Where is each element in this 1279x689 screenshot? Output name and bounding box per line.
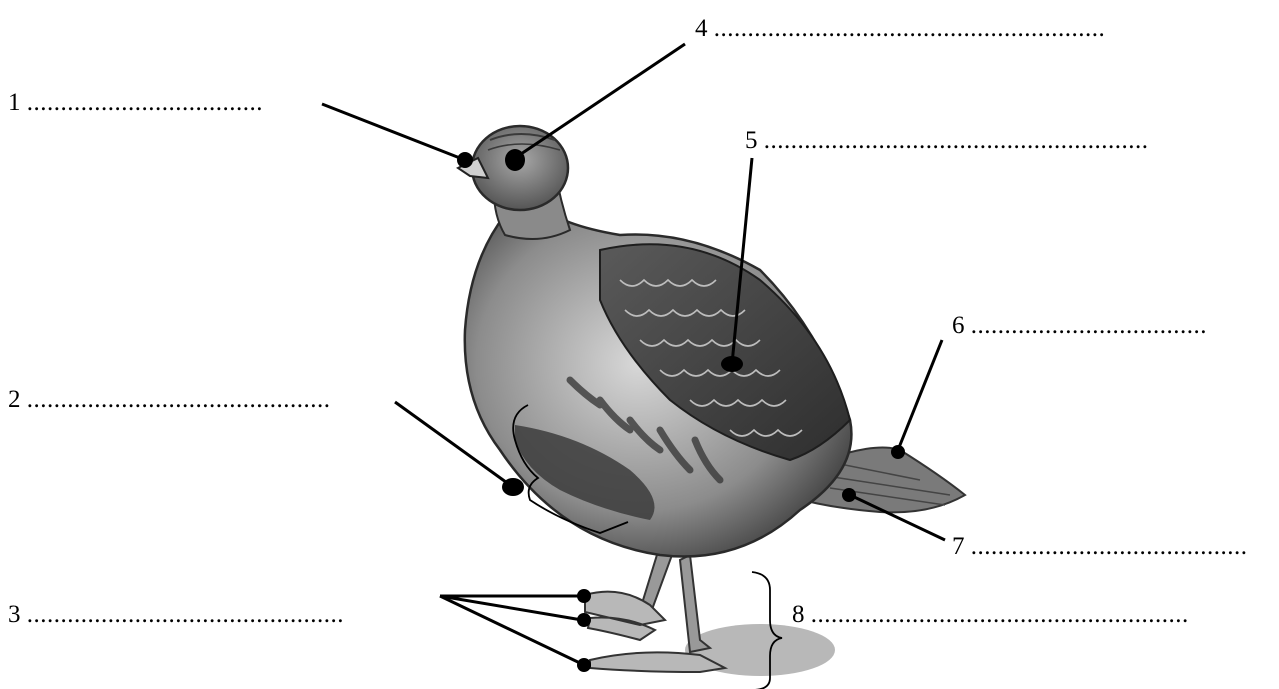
pointer-dot-2 bbox=[502, 478, 524, 496]
label-7-number: 7 bbox=[952, 532, 965, 562]
label-2-blank: ........................................… bbox=[27, 386, 331, 413]
pointer-line-3b bbox=[440, 596, 582, 620]
label-7: 7 ......................................… bbox=[952, 532, 1248, 562]
label-4-blank: ........................................… bbox=[714, 15, 1106, 42]
label-5: 5 ......................................… bbox=[745, 126, 1149, 156]
pointer-dot-7 bbox=[842, 488, 856, 502]
pointer-dot-3c bbox=[577, 658, 591, 672]
pointer-line-6 bbox=[898, 340, 942, 450]
label-3: 3 ......................................… bbox=[8, 600, 344, 630]
pointer-line-3c bbox=[440, 596, 582, 664]
pointer-dot-4 bbox=[505, 149, 525, 171]
label-8-blank: ........................................… bbox=[811, 601, 1189, 628]
label-3-number: 3 bbox=[8, 600, 21, 630]
pointer-dot-3a bbox=[577, 589, 591, 603]
pointer-line-1 bbox=[322, 104, 465, 160]
label-3-blank: ........................................… bbox=[27, 601, 344, 628]
label-6-number: 6 bbox=[952, 311, 965, 341]
label-1-number: 1 bbox=[8, 88, 21, 118]
label-1: 1 ................................... bbox=[8, 88, 263, 118]
label-2-number: 2 bbox=[8, 385, 21, 415]
pointer-dot-5 bbox=[721, 356, 743, 372]
label-2: 2 ......................................… bbox=[8, 385, 331, 415]
pointer-dot-6 bbox=[891, 445, 905, 459]
pointer-dot-3b bbox=[577, 613, 591, 627]
label-8: 8 ......................................… bbox=[792, 600, 1189, 630]
label-7-blank: ........................................… bbox=[971, 533, 1248, 560]
pointer-dot-1 bbox=[457, 152, 473, 168]
label-6: 6 ................................... bbox=[952, 311, 1207, 341]
label-6-blank: ................................... bbox=[971, 312, 1207, 339]
label-8-number: 8 bbox=[792, 600, 805, 630]
pointer-line-4 bbox=[515, 44, 685, 158]
label-1-blank: ................................... bbox=[27, 89, 263, 116]
label-4-number: 4 bbox=[695, 14, 708, 44]
label-4: 4 ......................................… bbox=[695, 14, 1105, 44]
label-5-blank: ........................................… bbox=[764, 127, 1149, 154]
label-5-number: 5 bbox=[745, 126, 758, 156]
